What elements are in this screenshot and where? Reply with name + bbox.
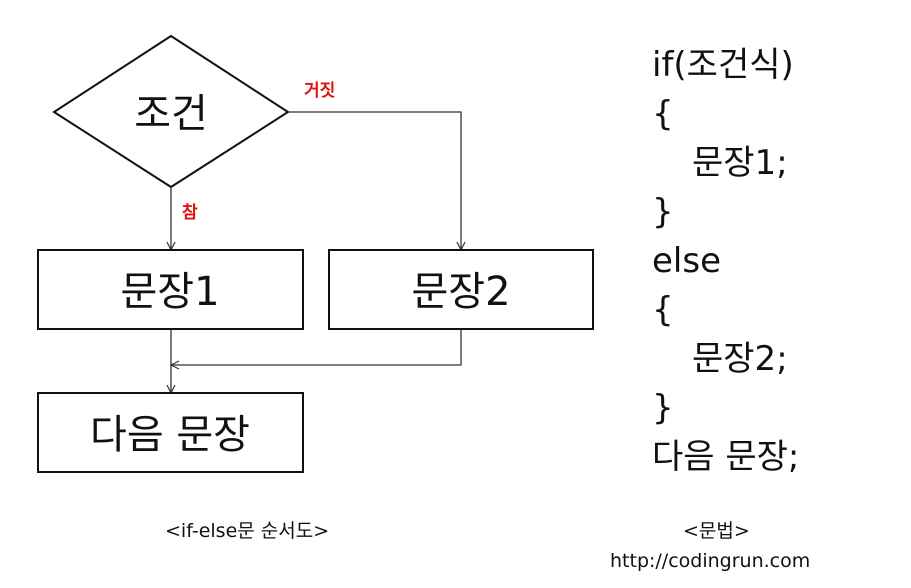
condition-label: 조건 [134, 91, 208, 137]
code-line-statement1: 문장1; [692, 143, 788, 183]
flowchart-caption: <if-else문 순서도> [165, 520, 330, 542]
code-line-statement2: 문장2; [692, 339, 788, 379]
code-line-if: if(조건식) [652, 45, 794, 85]
code-line-next: 다음 문장; [652, 437, 800, 477]
statement2-label: 문장2 [411, 269, 510, 315]
code-line-open-brace: { [652, 94, 674, 134]
statement1-label: 문장1 [120, 269, 219, 315]
code-line-close-brace: } [652, 192, 674, 232]
syntax-caption: <문법> [683, 520, 750, 542]
false-branch-edge [288, 111, 461, 250]
code-line-else: else [652, 241, 721, 281]
statement1-box [37, 249, 304, 330]
statement2-merge-edge [171, 329, 462, 365]
credit-url: http://codingrun.com [610, 550, 811, 572]
code-line-open-brace-2: { [652, 290, 674, 330]
false-branch-label: 거짓 [304, 81, 335, 101]
next-statement-label: 다음 문장 [90, 412, 250, 458]
next-statement-box [37, 392, 304, 473]
statement2-box [328, 249, 594, 330]
true-branch-label: 참 [182, 202, 198, 223]
code-line-close-brace-2: } [652, 388, 674, 428]
